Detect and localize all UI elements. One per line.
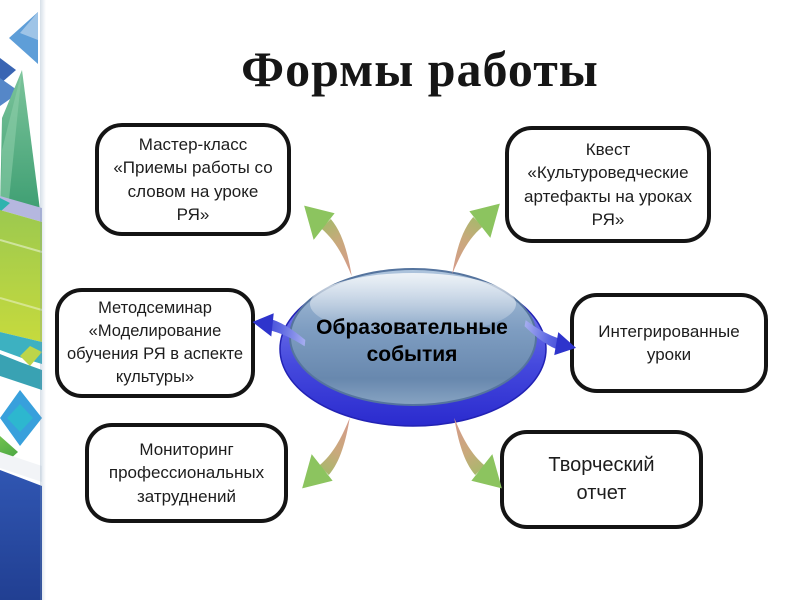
box-line: отчет — [576, 481, 627, 504]
box-line: «Приемы работы со — [113, 158, 273, 178]
box-metodseminar: Методсеминар «Моделирование обучения РЯ … — [55, 288, 255, 398]
box-line: Методсеминар — [98, 299, 212, 318]
curved-arrow-bottom-left-icon — [302, 417, 350, 489]
curved-arrow-bottom-right-icon — [454, 417, 502, 489]
box-monitoring: Мониторинг профессиональных затруднений — [85, 423, 288, 523]
central-ellipse-label: Образовательные события — [316, 316, 508, 367]
box-line: уроки — [646, 345, 692, 364]
box-line: словом на уроке — [127, 181, 259, 201]
central-ellipse — [279, 268, 547, 427]
box-line: Мониторинг — [139, 439, 234, 459]
box-line: обучения РЯ в аспекте — [66, 345, 244, 363]
box-line: артефакты на уроках — [524, 186, 692, 206]
box-line: Мастер-класс — [138, 134, 248, 154]
box-line: Квест — [585, 139, 631, 159]
blue-arrow-right-icon — [524, 320, 577, 356]
box-line: «Моделирование — [88, 322, 222, 341]
box-line: затруднений — [136, 486, 236, 506]
box-line: РЯ» — [176, 204, 210, 224]
box-line: РЯ» — [591, 209, 625, 229]
box-quest: Квест «Культуроведческие артефакты на ур… — [505, 126, 711, 243]
box-line: профессиональных — [108, 463, 265, 483]
box-creative-report: Творческий отчет — [500, 430, 703, 529]
box-line: Интегрированные — [598, 321, 740, 341]
box-line: Творческий — [548, 453, 655, 476]
left-decoration-ribbon — [0, 0, 46, 600]
box-integrated-lessons: Интегрированные уроки — [570, 293, 768, 393]
slide-title: Формы работы — [241, 41, 599, 97]
curved-arrow-top-left-icon — [304, 205, 352, 277]
box-line: культуры» — [115, 367, 195, 386]
blue-arrow-left-icon — [252, 313, 306, 347]
box-line: «Культуроведческие — [527, 163, 689, 183]
curved-arrow-top-right-icon — [452, 203, 500, 275]
box-master-class: Мастер-класс «Приемы работы со словом на… — [95, 123, 291, 236]
